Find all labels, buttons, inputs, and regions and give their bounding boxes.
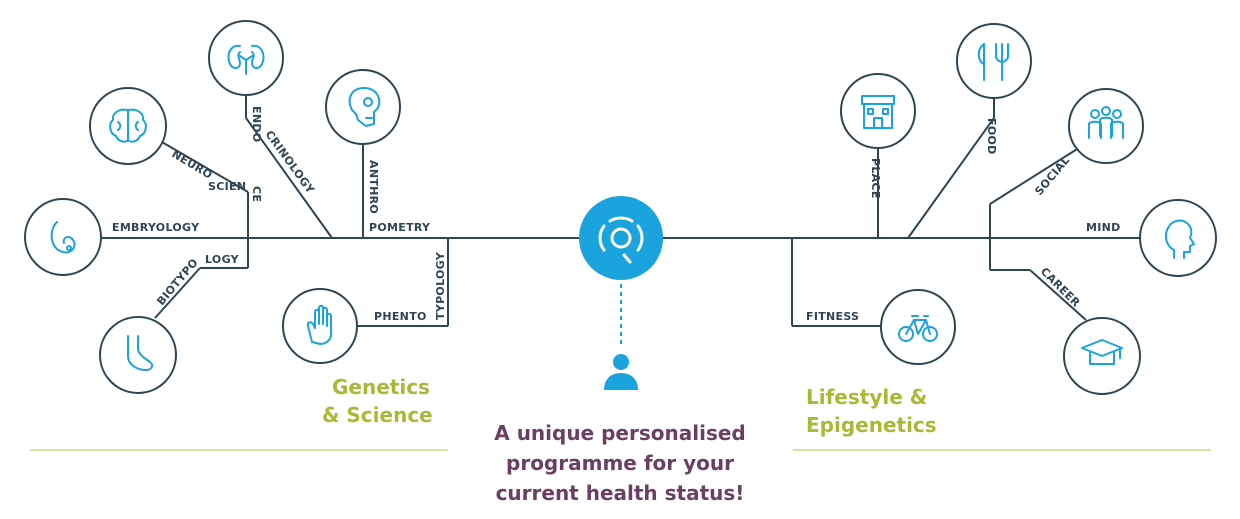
label-phentotypology-b: TYPOLOGY — [434, 251, 447, 320]
embryo-icon — [50, 221, 76, 254]
tagline-line1: A unique personalised — [494, 421, 746, 445]
label-mind: MIND — [1086, 221, 1121, 234]
skull-icon — [348, 87, 381, 127]
target-logo-icon — [598, 216, 644, 264]
node-fitness — [880, 289, 956, 365]
node-phentotypology — [282, 288, 358, 364]
label-career: CAREER — [1038, 265, 1083, 310]
hand-icon — [306, 304, 332, 345]
kidneys-icon — [227, 44, 265, 75]
label-embryology: EMBRYOLOGY — [112, 221, 200, 234]
group-genetics-line1: Genetics — [332, 375, 430, 399]
node-career — [1063, 317, 1141, 395]
group-lifestyle-epigenetics: Lifestyle & Epigenetics — [806, 383, 937, 439]
label-endocrinology-a: ENDO — [250, 106, 263, 142]
node-embryology — [24, 198, 102, 276]
node-biotypology — [99, 316, 177, 394]
label-anthropometry-a: ANTHRO — [367, 160, 380, 214]
node-social — [1068, 88, 1144, 164]
label-social: SOCIAL — [1032, 154, 1072, 198]
foot-icon — [127, 335, 154, 371]
fork-knife-icon — [977, 43, 1009, 81]
brain-icon — [109, 108, 147, 143]
label-endocrinology-b: CRINOLOGY — [263, 128, 318, 197]
label-biotypology-b: LOGY — [205, 253, 240, 266]
person-icon — [604, 354, 638, 390]
graduation-cap-icon — [1081, 339, 1123, 365]
building-icon — [861, 95, 895, 129]
people-icon — [1088, 106, 1124, 139]
right-divider-rule — [793, 449, 1211, 451]
group-lifestyle-line2: Epigenetics — [806, 413, 937, 437]
label-fitness: FITNESS — [806, 310, 859, 323]
label-food: FOOD — [985, 118, 998, 155]
label-place: PLACE — [869, 158, 882, 199]
label-phentotypology-a: PHENTO — [374, 310, 427, 323]
label-anthropometry-b: POMETRY — [369, 221, 431, 234]
node-place — [840, 73, 916, 149]
bicycle-icon — [898, 315, 938, 342]
tagline: A unique personalised programme for your… — [470, 418, 770, 508]
connector-lines — [102, 95, 1140, 346]
group-lifestyle-line1: Lifestyle & — [806, 385, 928, 409]
node-mind — [1139, 199, 1217, 277]
tagline-line2: programme for your — [506, 451, 734, 475]
label-neuroscience-c: CE — [250, 186, 263, 202]
node-food — [956, 23, 1032, 99]
tagline-line3: current health status! — [495, 481, 745, 505]
label-biotypology-a: BIOTYPO — [154, 256, 200, 308]
group-genetics-science: Genetics & Science — [322, 373, 433, 429]
head-profile-icon — [1165, 219, 1195, 259]
node-anthropometry — [325, 69, 401, 145]
label-neuroscience-b: SCIEN — [208, 180, 246, 193]
group-genetics-line2: & Science — [322, 403, 433, 427]
label-neuroscience-a: NEURO — [169, 147, 214, 181]
node-endocrinology — [208, 20, 284, 96]
node-neuroscience — [89, 87, 167, 165]
left-divider-rule — [30, 449, 448, 451]
node-center — [579, 196, 663, 280]
